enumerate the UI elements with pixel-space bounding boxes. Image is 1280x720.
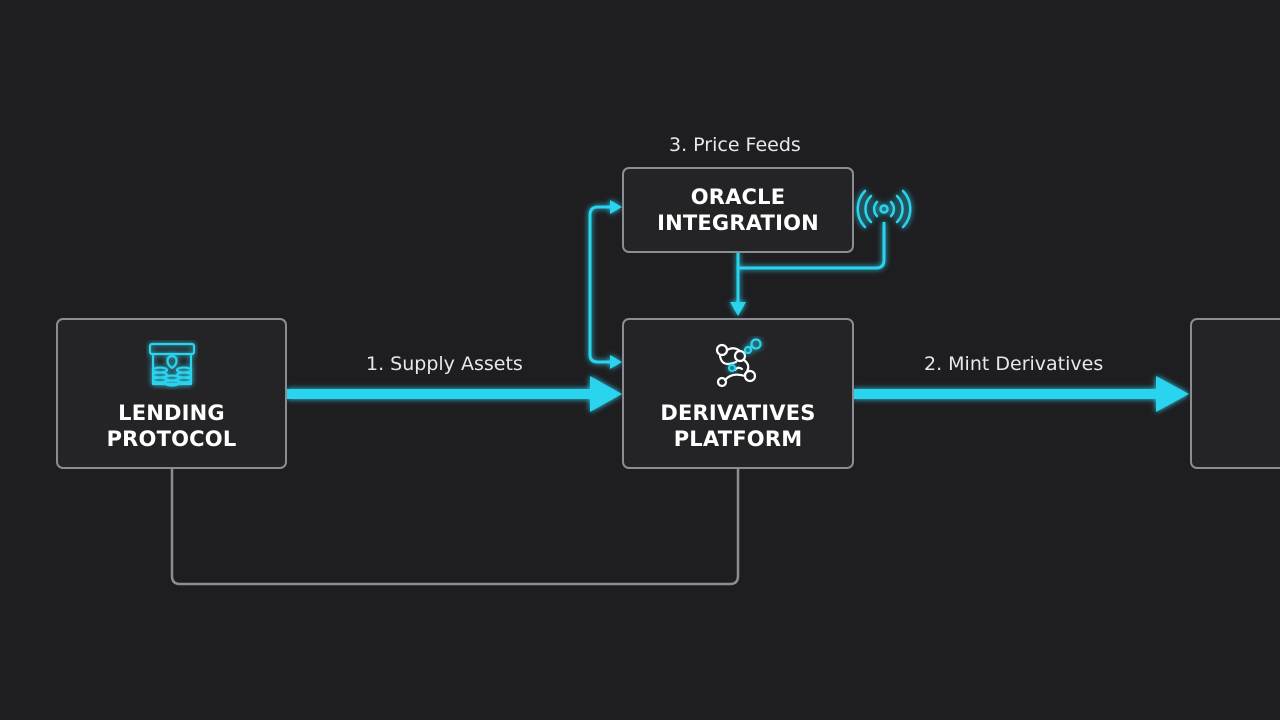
lending-protocol-node[interactable]: LENDING PROTOCOL	[56, 318, 287, 469]
coin-vault-icon	[148, 342, 196, 387]
linked-nodes-icon	[715, 338, 762, 388]
oracle-feed-connector	[730, 222, 886, 316]
oracle-title-line2: INTEGRATION	[657, 211, 819, 235]
derivatives-title-line1: DERIVATIVES	[660, 401, 816, 425]
supply-assets-arrow	[287, 376, 622, 412]
price-feeds-label: 3. Price Feeds	[669, 134, 801, 156]
price-feed-bidirectional-connector	[588, 200, 622, 369]
lending-title-line1: LENDING	[118, 401, 225, 425]
lending-node-title: LENDING PROTOCOL	[58, 400, 285, 452]
derivatives-node-title: DERIVATIVES PLATFORM	[624, 400, 852, 452]
offscreen-destination-node[interactable]	[1190, 318, 1280, 469]
oracle-title-line1: ORACLE	[690, 185, 786, 209]
signal-broadcast-icon	[856, 189, 912, 229]
mint-derivatives-arrow	[853, 376, 1189, 412]
oracle-integration-node[interactable]: ORACLE INTEGRATION	[622, 167, 854, 253]
oracle-node-title: ORACLE INTEGRATION	[624, 184, 852, 236]
derivatives-title-line2: PLATFORM	[673, 427, 803, 451]
lending-title-line2: PROTOCOL	[106, 427, 237, 451]
derivatives-platform-node[interactable]: DERIVATIVES PLATFORM	[622, 318, 854, 469]
return-loop-connector	[170, 468, 740, 586]
supply-assets-label: 1. Supply Assets	[366, 353, 523, 375]
mint-derivatives-label: 2. Mint Derivatives	[924, 353, 1104, 375]
